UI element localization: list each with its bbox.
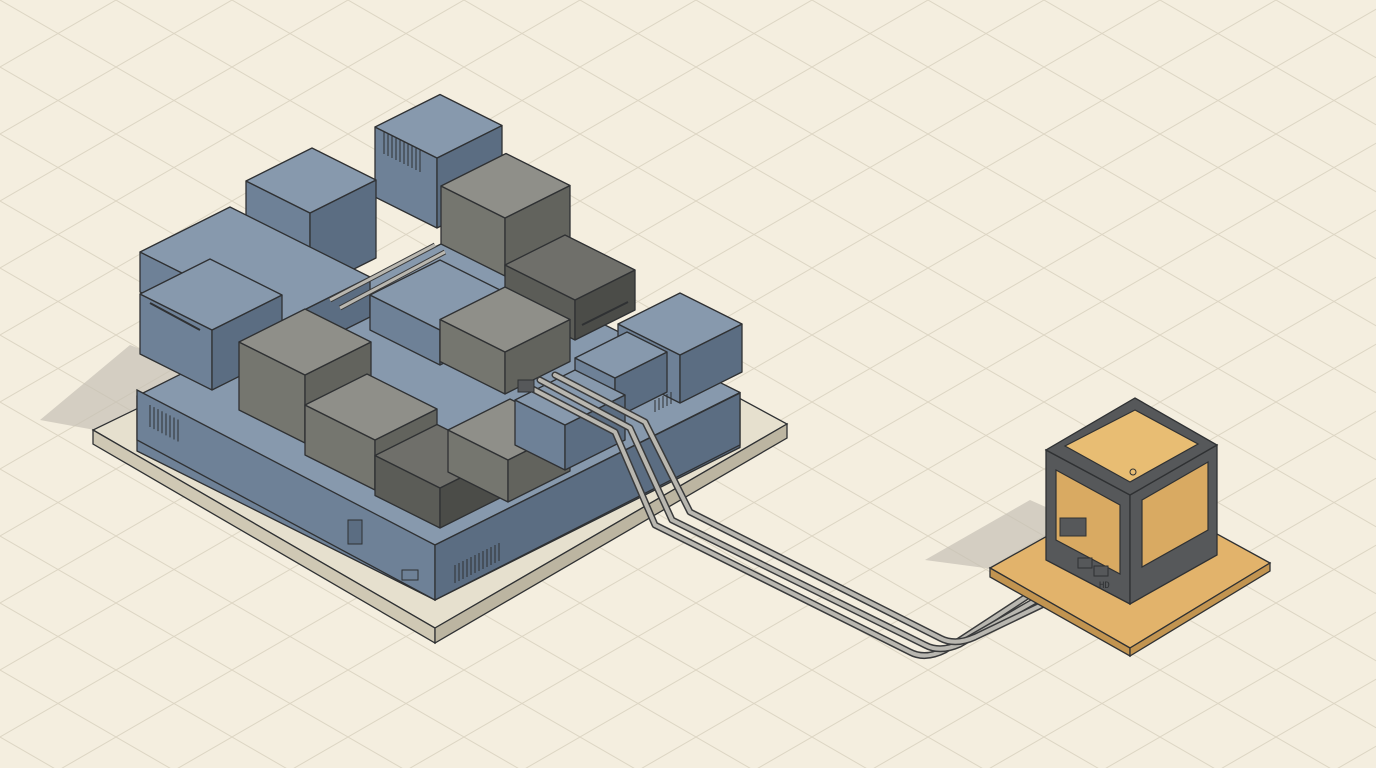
platform-right bbox=[434, 422, 788, 645]
right-front-vents bbox=[654, 392, 672, 412]
remote-server-unit: HD bbox=[988, 397, 1272, 658]
unit-top-panel bbox=[1063, 409, 1200, 483]
unit-port-2 bbox=[1093, 565, 1109, 577]
unit-display bbox=[1059, 517, 1087, 537]
tower-back-vents bbox=[383, 132, 421, 172]
cable-strand-3 bbox=[553, 373, 1100, 644]
chassis-vents-front bbox=[454, 543, 500, 583]
inner-cable-b-core bbox=[339, 250, 446, 310]
rightback-slot bbox=[581, 301, 629, 326]
unit-front-panel bbox=[1055, 468, 1121, 575]
cluster-connector bbox=[517, 379, 535, 393]
front-left-slot bbox=[149, 302, 201, 331]
port-label: HD bbox=[1099, 581, 1110, 591]
cable-bundle bbox=[517, 371, 1102, 659]
chassis-indicator bbox=[401, 569, 419, 581]
m-center bbox=[439, 286, 571, 395]
inner-cable-a-core bbox=[329, 243, 436, 302]
unit-top-screw bbox=[1129, 468, 1137, 476]
server-cluster bbox=[136, 93, 743, 602]
chassis-vents-left bbox=[149, 405, 179, 442]
unit-shadow bbox=[925, 500, 1075, 570]
chassis-port bbox=[347, 519, 363, 545]
unit-side-panel bbox=[1141, 460, 1209, 569]
unit-port-1 bbox=[1077, 557, 1093, 569]
m-tower-mid bbox=[440, 152, 571, 277]
unit-base-right bbox=[1129, 561, 1271, 658]
